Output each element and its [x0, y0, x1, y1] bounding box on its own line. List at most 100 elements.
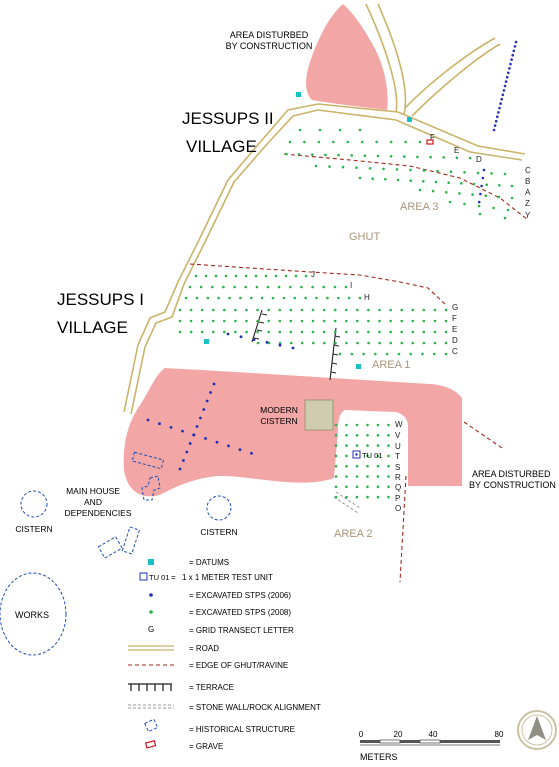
stp-dot: [338, 128, 342, 132]
label-area-1: AREA 1: [372, 359, 411, 371]
stp-dot: [404, 140, 407, 144]
stp-dot: [400, 308, 404, 312]
stp-dot: [477, 200, 481, 204]
stp-dot: [411, 308, 415, 312]
grave-marker: [426, 139, 434, 145]
stp-dot: [504, 80, 508, 83]
stp-dot: [315, 296, 318, 300]
stp-dot: [366, 454, 369, 458]
stp-dot: [326, 296, 329, 300]
legend-label: = EXCAVATED STPS (2006): [189, 591, 291, 600]
stp-dot: [444, 319, 448, 323]
label-jessups-i: JESSUPS I: [57, 290, 144, 309]
stp-dot: [234, 330, 237, 334]
stp-dot: [411, 319, 415, 323]
stp-dot: [503, 216, 507, 220]
stp-dot: [200, 330, 204, 334]
stp-dot: [158, 422, 161, 426]
stp-dot: [356, 319, 359, 323]
stp-dot: [378, 330, 381, 334]
stp-dot: [511, 53, 514, 57]
label-jessups-ii-village: VILLAGE: [186, 137, 257, 156]
stp-dot: [422, 169, 426, 172]
stp-dot: [271, 296, 275, 300]
stp-dot: [387, 434, 390, 437]
scale-tick: 20: [394, 730, 403, 739]
datum-marker: [356, 364, 361, 369]
stp-dot: [497, 195, 501, 199]
stp-dot: [252, 338, 256, 341]
stp-dot: [234, 308, 237, 312]
stp-dot: [498, 106, 501, 110]
grid-letter: E: [452, 325, 457, 334]
label-jessups-ii: JESSUPS II: [182, 109, 274, 128]
stp-dot: [199, 416, 202, 420]
label-area-disturbed-top: AREA DISTURBED: [230, 30, 309, 40]
stp-dot: [239, 296, 242, 300]
stp-dot: [513, 45, 517, 48]
stp-dot: [418, 140, 422, 144]
stp-dot: [244, 285, 247, 289]
scale-unit: METERS: [360, 752, 398, 762]
stp-dot: [300, 319, 304, 323]
stp-dot: [178, 308, 182, 312]
stp-dot: [447, 181, 451, 184]
stp-dot: [328, 165, 331, 168]
stp-dot: [367, 341, 370, 345]
legend-symbol-text: TU 01: [149, 573, 169, 582]
label-main-house: MAIN HOUSE: [66, 486, 120, 496]
stp-dot: [333, 308, 337, 312]
stp-dot: [355, 485, 359, 489]
datum-markers: [204, 92, 412, 369]
stp-dot: [460, 182, 463, 185]
scale-tick: 0: [359, 730, 364, 739]
stp-dot: [362, 352, 365, 356]
grid-letter: T: [395, 452, 400, 461]
stp-dot: [479, 192, 482, 196]
stp-dot: [289, 341, 293, 345]
stp-dot: [214, 274, 218, 278]
stp-dot: [293, 296, 297, 300]
stp-dot: [298, 128, 302, 132]
stp-dot: [228, 296, 231, 300]
grid-letter: F: [430, 133, 435, 142]
stp-dot: [337, 153, 340, 157]
stp-dot: [278, 319, 282, 323]
stp-dot: [418, 188, 422, 192]
stp-dot: [223, 330, 226, 334]
stp-dot: [490, 172, 493, 175]
grid-letter: I: [350, 281, 352, 290]
stp-dot: [202, 408, 206, 411]
stp-dot: [297, 153, 301, 156]
stp-dot: [468, 156, 472, 160]
stp-dot: [282, 296, 286, 300]
stp-dot: [337, 296, 340, 300]
stp-dot: [266, 285, 270, 289]
stp-dot: [497, 111, 500, 114]
stp-dot: [278, 308, 282, 312]
stp-dot: [200, 308, 204, 312]
stp-dot: [498, 184, 501, 187]
grid-letter: U: [395, 442, 401, 451]
stp-dot: [355, 423, 359, 427]
stp-dot: [234, 274, 238, 278]
stp-dot: [223, 308, 226, 312]
label-cistern-mid: CISTERN: [200, 527, 237, 537]
label-main-house-dependencies: DEPENDENCIES: [64, 508, 131, 518]
stp-dot: [345, 464, 348, 468]
stp-dot: [204, 274, 208, 278]
stp-dot: [291, 346, 295, 350]
roads: [123, 3, 526, 415]
stp-dot: [484, 194, 488, 197]
stp-dot: [189, 319, 193, 323]
stp-dot: [471, 193, 474, 196]
legend-label: = HISTORICAL STRUCTURE: [189, 725, 295, 734]
stp-dot: [356, 308, 359, 312]
stp-dot: [345, 495, 348, 499]
stp-dot: [332, 140, 335, 144]
datum-marker: [407, 117, 412, 122]
stp-dot: [345, 434, 348, 437]
stp-dot: [215, 440, 219, 444]
stp-dot: [312, 341, 315, 345]
stp-dot: [403, 155, 406, 158]
